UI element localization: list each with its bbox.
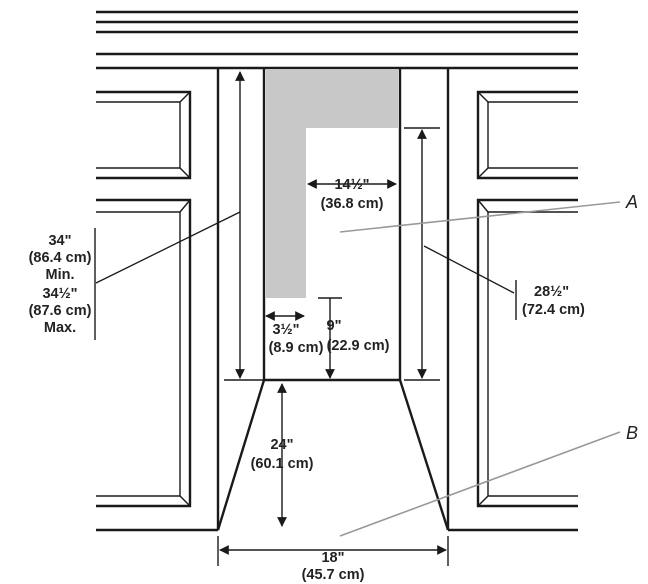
svg-text:28½": 28½" xyxy=(534,284,569,300)
svg-text:3½": 3½" xyxy=(272,322,299,338)
svg-text:34": 34" xyxy=(48,233,71,249)
left-cabinet xyxy=(96,68,220,532)
svg-text:14½": 14½" xyxy=(334,177,369,193)
svg-text:(60.1 cm): (60.1 cm) xyxy=(251,456,314,472)
shaded-plumbing-area xyxy=(266,70,398,298)
svg-text:(22.9 cm): (22.9 cm) xyxy=(327,338,390,354)
label-bottom-width: 18" (45.7 cm) xyxy=(302,550,365,583)
label-opening-height: 28½" (72.4 cm) xyxy=(522,284,585,318)
svg-text:(36.8 cm): (36.8 cm) xyxy=(321,196,384,212)
countertop xyxy=(96,10,578,70)
opening-frame xyxy=(216,68,450,531)
svg-text:24": 24" xyxy=(270,437,293,453)
label-depth: 24" (60.1 cm) xyxy=(251,437,314,472)
label-side-offset: 3½" (8.9 cm) xyxy=(269,322,324,356)
svg-text:Max.: Max. xyxy=(44,320,76,336)
leader-lines xyxy=(95,201,621,537)
svg-text:34½": 34½" xyxy=(42,286,77,302)
svg-text:9": 9" xyxy=(327,318,342,334)
callout-a: A xyxy=(625,192,638,212)
label-top-width: 14½" (36.8 cm) xyxy=(321,177,384,212)
svg-text:(72.4 cm): (72.4 cm) xyxy=(522,302,585,318)
svg-text:(87.6 cm): (87.6 cm) xyxy=(29,303,92,319)
label-height-min-max: 34" (86.4 cm) Min. 34½" (87.6 cm) Max. xyxy=(29,233,92,336)
dimension-lines xyxy=(94,71,517,566)
svg-text:(8.9 cm): (8.9 cm) xyxy=(269,340,324,356)
svg-text:(86.4 cm): (86.4 cm) xyxy=(29,250,92,266)
label-top-offset: 9" (22.9 cm) xyxy=(327,318,390,354)
svg-text:(45.7 cm): (45.7 cm) xyxy=(302,567,365,583)
svg-text:Min.: Min. xyxy=(46,267,75,283)
callout-b: B xyxy=(626,423,638,443)
svg-text:18": 18" xyxy=(321,550,344,566)
right-cabinet xyxy=(446,68,578,532)
